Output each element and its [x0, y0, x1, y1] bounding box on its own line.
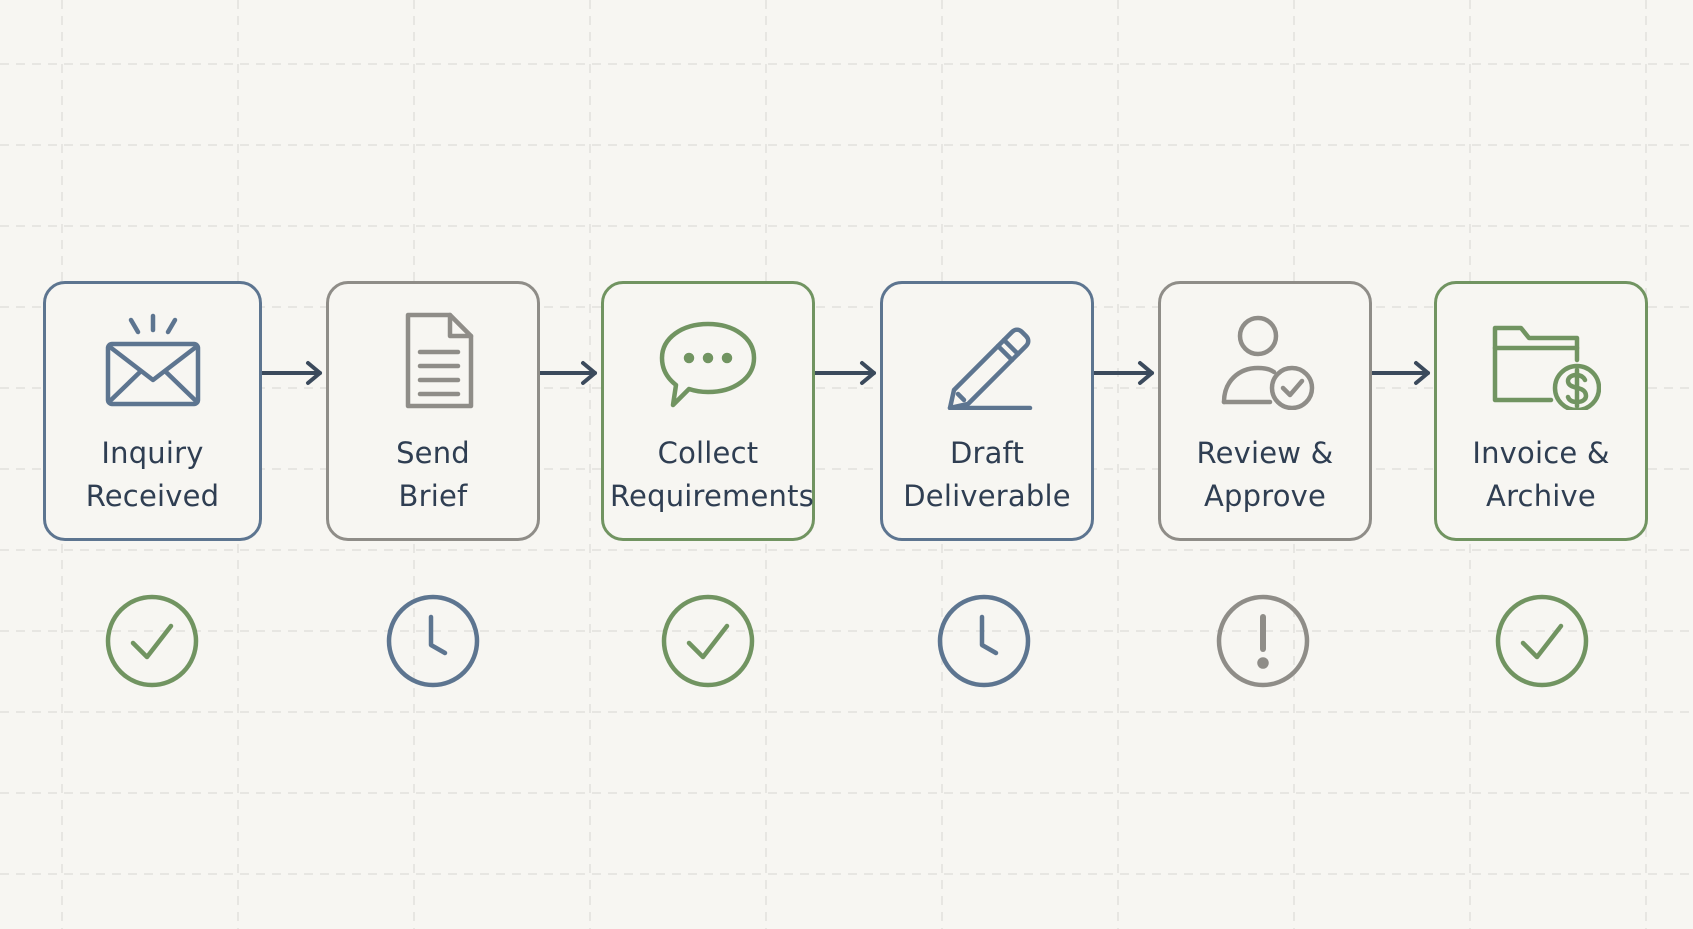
exclamation-circle-icon: [1216, 594, 1310, 688]
check-circle-icon: [105, 594, 199, 688]
pencil-icon: [883, 310, 1091, 410]
step-collect-requirements[interactable]: Collect Requirements: [601, 281, 815, 541]
step-draft-deliverable[interactable]: Draft Deliverable: [880, 281, 1094, 541]
folder-dollar-icon: [1437, 310, 1645, 410]
arrow-connector: [1372, 361, 1430, 385]
arrow-connector: [1094, 361, 1154, 385]
step-inquiry-received[interactable]: Inquiry Received: [43, 281, 262, 541]
clock-icon: [937, 594, 1031, 688]
chat-bubble-icon: [604, 310, 812, 410]
document-icon: [329, 310, 537, 410]
step-label: Invoice & Archive: [1472, 436, 1610, 513]
user-check-icon: [1161, 310, 1369, 410]
check-circle-icon: [1495, 594, 1589, 688]
arrow-connector: [540, 361, 597, 385]
step-label: Review & Approve: [1196, 436, 1334, 513]
step-send-brief[interactable]: Send Brief: [326, 281, 540, 541]
step-label: Inquiry Received: [85, 436, 220, 513]
step-label: Collect Requirements: [610, 436, 815, 513]
step-label: Draft Deliverable: [903, 436, 1071, 513]
step-label: Send Brief: [396, 436, 470, 513]
step-review-approve[interactable]: Review & Approve: [1158, 281, 1372, 541]
clock-icon: [386, 594, 480, 688]
arrow-connector: [262, 361, 322, 385]
envelope-icon: [46, 310, 259, 410]
step-invoice-archive[interactable]: Invoice & Archive: [1434, 281, 1648, 541]
arrow-connector: [815, 361, 876, 385]
check-circle-icon: [661, 594, 755, 688]
